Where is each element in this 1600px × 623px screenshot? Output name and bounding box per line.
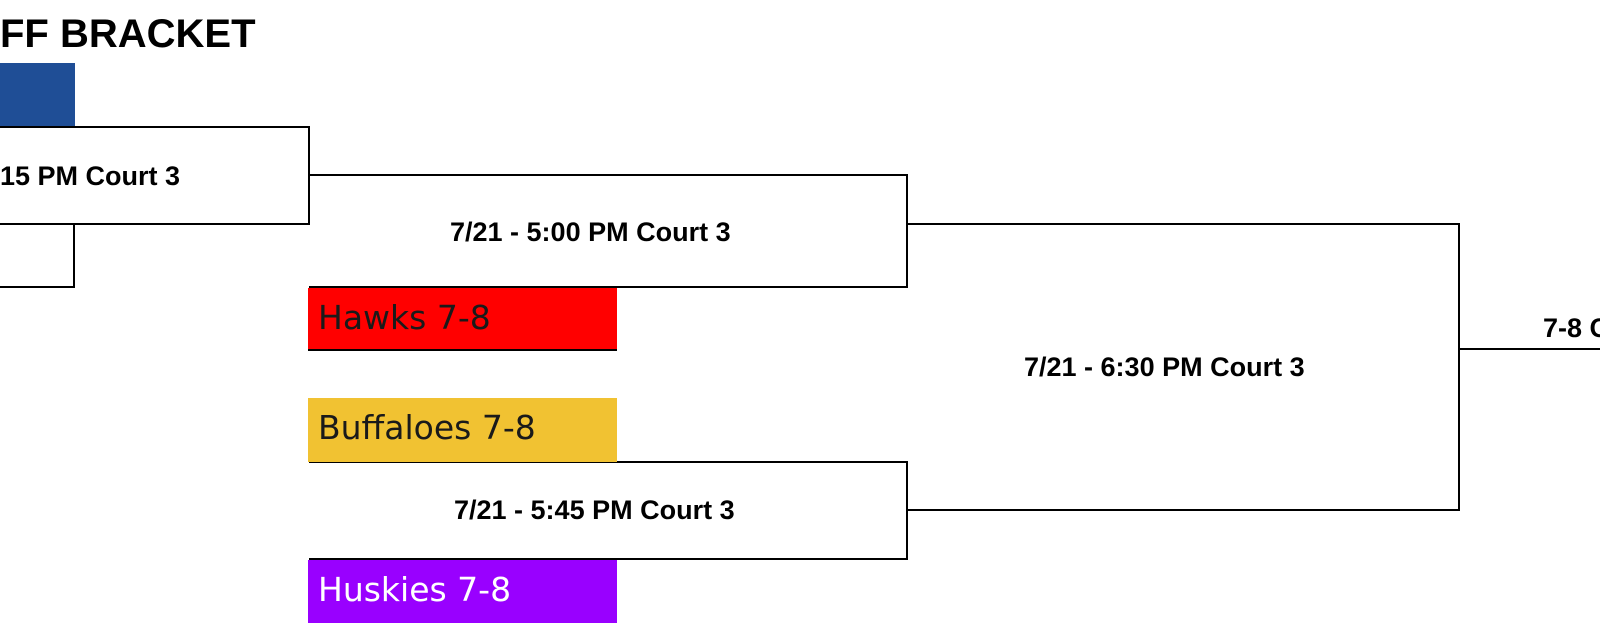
team-slot-hawks: Hawks 7-8 [308, 288, 617, 351]
page-title: FF BRACKET [0, 12, 256, 56]
game-label-final: 7/21 - 6:30 PM Court 3 [1024, 352, 1305, 382]
team-slot-buffaloes: Buffaloes 7-8 [308, 398, 617, 462]
game-box-semifinal-1 [309, 174, 908, 288]
game-label-round1: 15 PM Court 3 [0, 161, 181, 191]
game-label-semifinal-2: 7/21 - 5:45 PM Court 3 [454, 495, 735, 525]
game-box-final [907, 223, 1460, 511]
team-name: Hawks 7-8 [318, 298, 491, 337]
team-slot-huskies: Huskies 7-8 [308, 560, 617, 623]
game-label-semifinal-1: 7/21 - 5:00 PM Court 3 [450, 217, 731, 247]
team-slot-top-seed [0, 63, 75, 126]
team-name: Huskies 7-8 [318, 570, 512, 609]
team-name: Buffaloes 7-8 [318, 408, 536, 447]
game-label-championship: 7-8 C [1543, 313, 1600, 343]
bracket-connector-round1 [0, 224, 75, 288]
